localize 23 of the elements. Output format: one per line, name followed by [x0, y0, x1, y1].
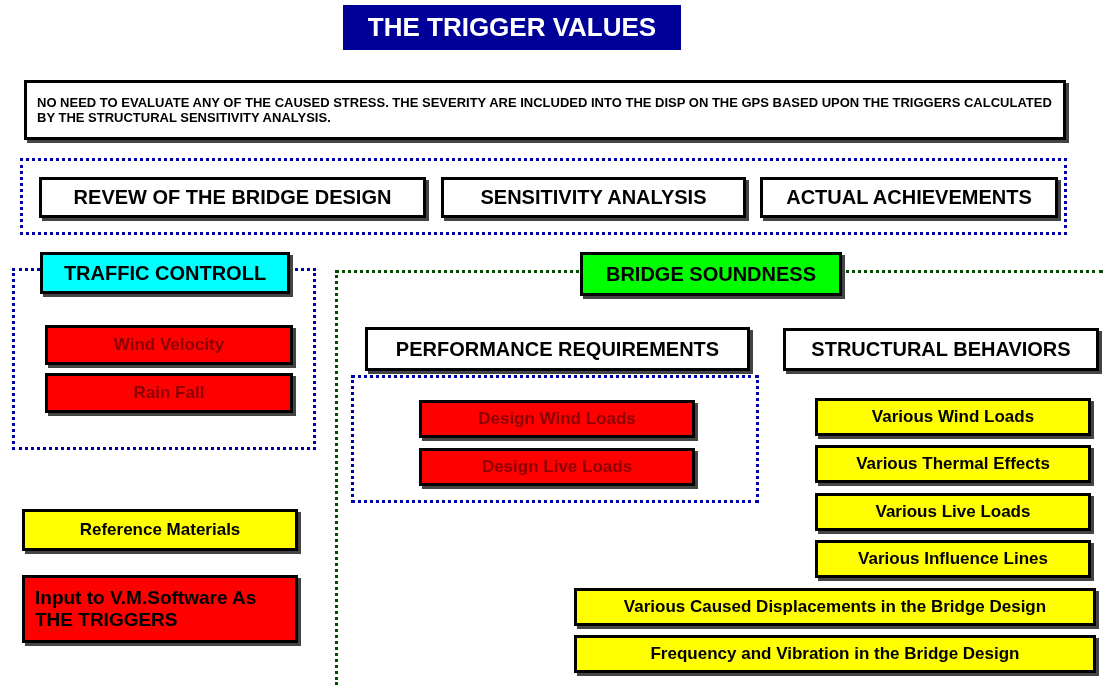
item-box: Frequency and Vibration in the Bridge Design [574, 635, 1096, 673]
item-box: Various Live Loads [815, 493, 1091, 531]
item-box: Design Wind Loads [419, 400, 695, 438]
item-box: Various Influence Lines [815, 540, 1091, 578]
heading-box: PERFORMANCE REQUIREMENTS [365, 327, 750, 371]
dotted-group-frame [351, 375, 759, 503]
heading-box: STRUCTURAL BEHAVIORS [783, 328, 1099, 371]
item-box: Reference Materials [22, 509, 298, 551]
heading-box: ACTUAL ACHIEVEMENTS [760, 177, 1058, 218]
item-box: Various Thermal Effects [815, 445, 1091, 483]
item-box: Input to V.M.Software As THE TRIGGERS [22, 575, 298, 643]
title-banner: THE TRIGGER VALUES [343, 5, 681, 50]
item-box: Various Caused Displacements in the Bridge Design [574, 588, 1096, 626]
heading-box: REVEW OF THE BRIDGE DESIGN [39, 177, 426, 218]
heading-box: BRIDGE SOUNDNESS [580, 252, 842, 296]
item-box: Wind Velocity [45, 325, 293, 365]
dotted-group-frame [20, 158, 1067, 235]
item-box: Rain Fall [45, 373, 293, 413]
note-box: NO NEED TO EVALUATE ANY OF THE CAUSED STRESS. THE SEVERITY ARE INCLUDED INTO THE DISP ON THE GPS BASED UPON THE TRIGGERS CALCULATED BY THE STRUCTURAL SENSITIVITY ANALYSIS. [24, 80, 1066, 140]
item-box: Various Wind Loads [815, 398, 1091, 436]
heading-box: TRAFFIC CONTROLL [40, 252, 290, 294]
heading-box: SENSITIVITY ANALYSIS [441, 177, 746, 218]
item-box: Design Live Loads [419, 448, 695, 486]
